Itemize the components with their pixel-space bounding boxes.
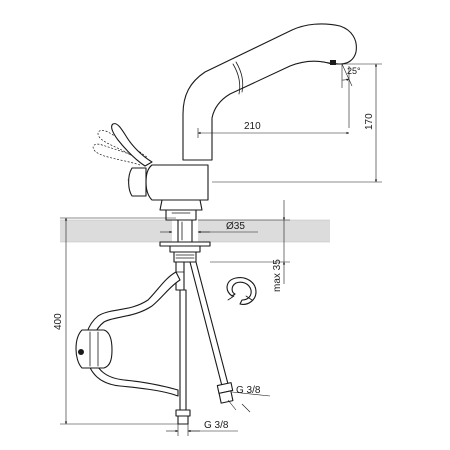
faucet-body	[111, 123, 209, 221]
pullout-hose	[84, 271, 181, 397]
hole-diameter-label: Ø35	[226, 221, 245, 232]
vertical-hose	[179, 289, 187, 411]
supply-hoses	[75, 261, 234, 425]
mixer-lever	[111, 123, 153, 167]
dimension-total-length: 400	[53, 217, 178, 425]
thread-label-bottom: G 3/8	[204, 420, 229, 431]
angle-label: 25°	[347, 66, 361, 76]
angled-hose	[189, 261, 229, 387]
countertop-section	[60, 219, 330, 243]
faucet-spout	[182, 23, 357, 161]
total-length-label: 400	[53, 313, 64, 330]
dimension-spout-height: 170	[212, 63, 382, 183]
hose-weight	[75, 329, 113, 369]
dimension-thread-vertical-hose: G 3/8	[166, 420, 238, 436]
dimension-spout-reach: 210	[197, 66, 350, 138]
dimension-hole-diameter: Ø35	[160, 221, 258, 234]
retaining-clip-detail	[226, 277, 257, 305]
dimension-thread-angled-hose: G 3/8	[227, 385, 271, 413]
mounting-shank	[159, 219, 211, 291]
spray-head-seam	[235, 61, 244, 93]
height-label: 170	[364, 113, 375, 130]
lever-ghost-positions	[92, 130, 149, 166]
deck-thickness-label: max 35	[272, 259, 283, 292]
dimension-deck-thickness: max 35	[198, 200, 290, 292]
thread-label-angled: G 3/8	[236, 385, 261, 396]
dimension-spray-angle: 25°	[341, 63, 361, 88]
reach-label: 210	[244, 121, 261, 132]
